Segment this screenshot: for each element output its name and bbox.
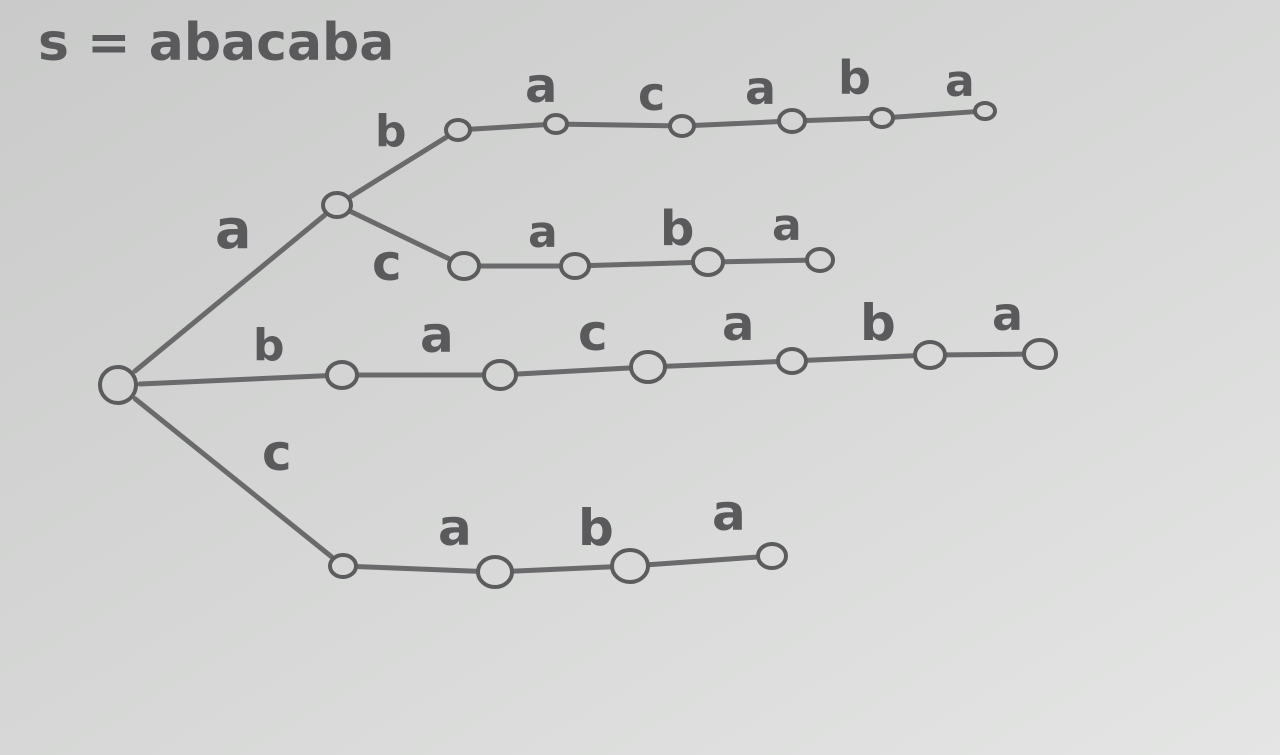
- trie-node: [476, 555, 514, 589]
- trie-node: [691, 247, 725, 277]
- trie-node: [325, 360, 359, 390]
- trie-node: [668, 114, 696, 138]
- edge-label: c: [372, 234, 402, 292]
- trie-node: [543, 113, 569, 135]
- trie-node: [1022, 338, 1058, 370]
- trie-edge: [355, 564, 479, 574]
- trie-edge: [515, 365, 632, 377]
- edge-label: b: [660, 201, 694, 257]
- nodes-layer: [98, 101, 1058, 589]
- trie-edge: [132, 396, 334, 560]
- edge-label: a: [525, 58, 557, 114]
- trie-node: [321, 191, 353, 219]
- trie-edge: [647, 554, 759, 568]
- trie-node: [482, 359, 518, 391]
- trie-node: [869, 107, 895, 129]
- edge-label: a: [438, 499, 472, 557]
- edge-label: a: [722, 296, 754, 352]
- trie-node: [973, 101, 997, 121]
- trie-edge: [348, 134, 449, 200]
- trie-node: [805, 247, 835, 273]
- edge-label: c: [262, 424, 292, 482]
- trie-node: [447, 251, 481, 281]
- trie-node: [777, 108, 807, 134]
- trie-edge: [805, 353, 916, 363]
- edge-label: c: [638, 67, 665, 121]
- edge-label: a: [215, 198, 251, 261]
- trie-node: [756, 542, 788, 570]
- edge-label: b: [860, 294, 896, 352]
- trie-node: [610, 548, 650, 584]
- edge-label: a: [772, 200, 802, 251]
- trie-node: [776, 347, 808, 375]
- trie-edge: [892, 109, 976, 120]
- trie-node: [328, 553, 358, 579]
- edge-label: b: [253, 320, 285, 371]
- trie-edge: [588, 260, 694, 269]
- trie-edge: [944, 351, 1025, 358]
- trie-edge: [132, 212, 328, 374]
- trie-edge: [348, 209, 452, 262]
- edge-label: a: [712, 484, 746, 542]
- trie-edge: [469, 122, 546, 132]
- trie-edge: [566, 121, 671, 129]
- edge-label: a: [420, 306, 454, 364]
- edges-layer: [132, 109, 1025, 574]
- trie-edge: [137, 373, 328, 387]
- root-node: [98, 365, 138, 405]
- trie-edge: [664, 359, 779, 369]
- edge-label: a: [745, 61, 776, 115]
- edge-label: c: [578, 304, 608, 362]
- edge-label: b: [838, 51, 871, 105]
- trie-node: [444, 118, 472, 142]
- edge-label: a: [992, 287, 1023, 341]
- trie-edge: [511, 564, 613, 574]
- edge-label: a: [945, 56, 975, 107]
- trie-node: [913, 340, 947, 370]
- edge-label: a: [528, 207, 558, 258]
- trie-edge: [804, 115, 872, 124]
- diagram-title: s = abacaba: [38, 13, 394, 73]
- trie-node: [559, 252, 591, 280]
- trie-edge: [722, 257, 808, 265]
- edge-label: b: [578, 499, 614, 557]
- edge-label: b: [375, 106, 407, 157]
- trie-node: [629, 350, 667, 384]
- trie-edge: [693, 119, 780, 128]
